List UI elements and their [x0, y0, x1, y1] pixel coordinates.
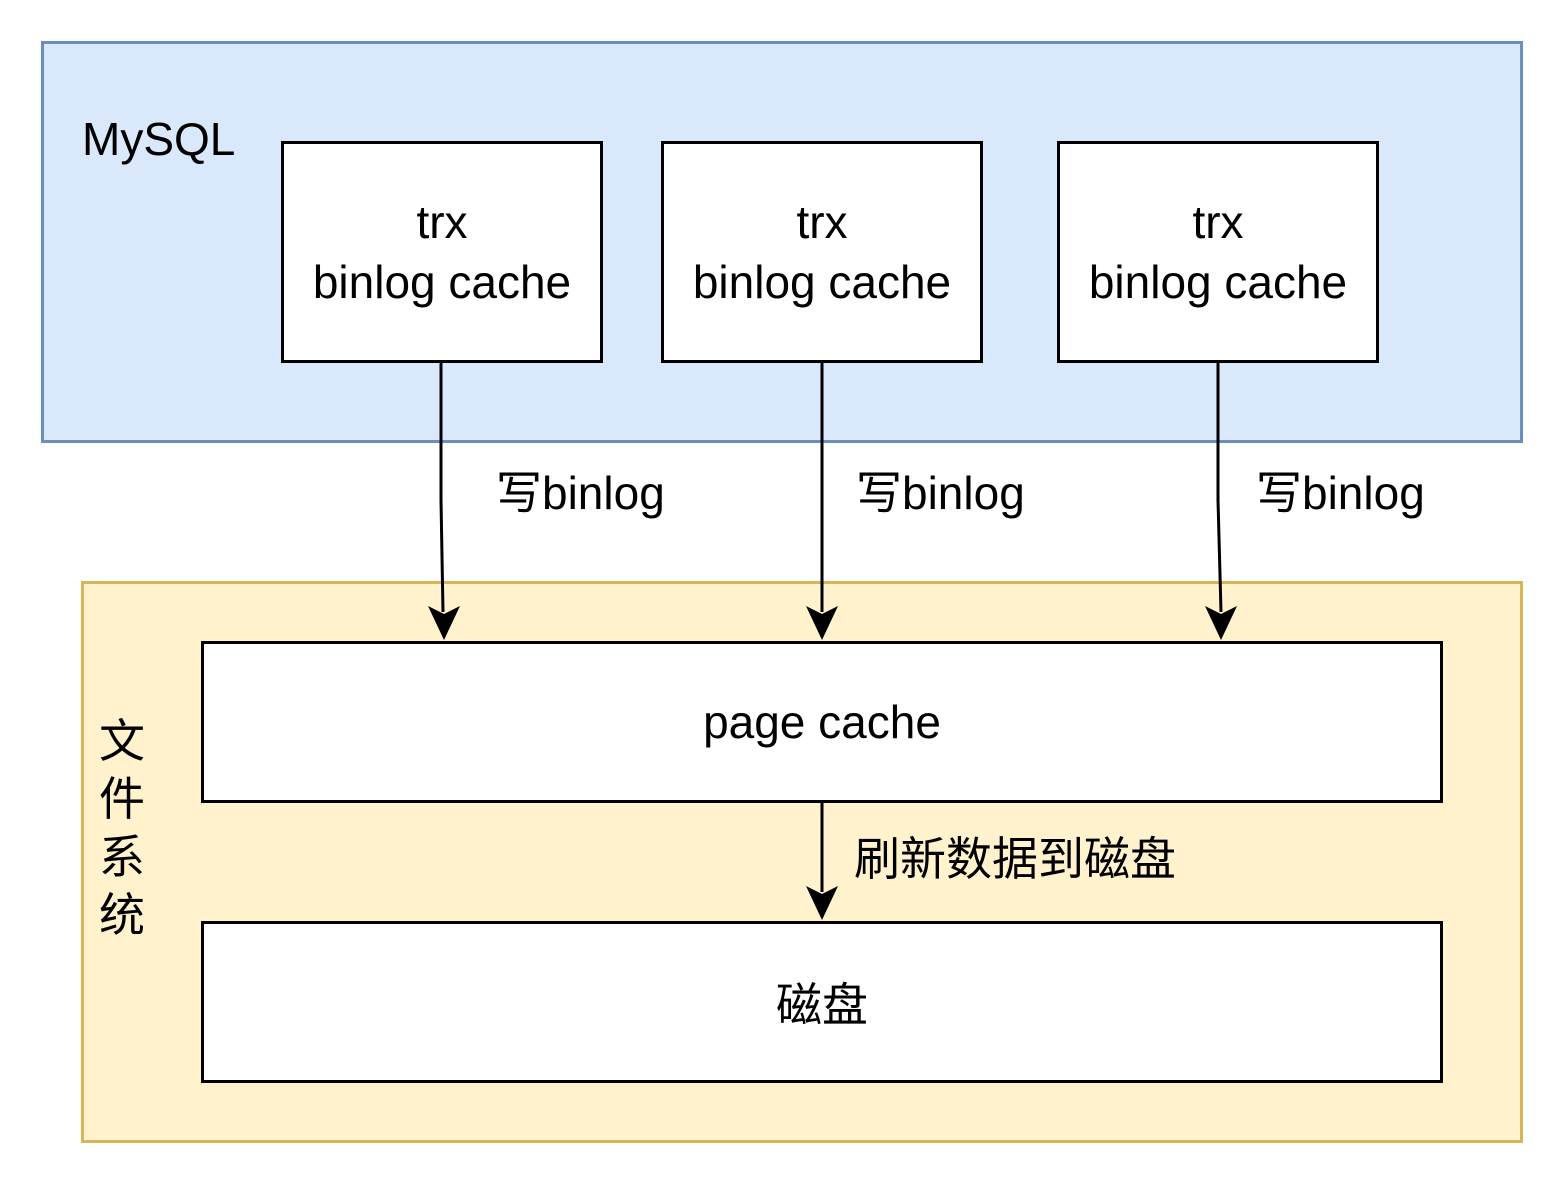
binlog-cache-line2: binlog cache [692, 256, 952, 308]
binlog-cache-line1: trx [796, 196, 848, 248]
binlog-cache-box-3: trx binlog cache [1057, 141, 1379, 363]
binlog-cache-box-1: trx binlog cache [281, 141, 603, 363]
flush-to-disk-label: 刷新数据到磁盘 [854, 833, 1176, 885]
page-cache-box: page cache [201, 641, 1443, 803]
mysql-label: MySQL [82, 113, 236, 165]
binlog-cache-line1: trx [416, 196, 468, 248]
filesystem-label: 文件系统 [99, 715, 145, 941]
write-binlog-label-1: 写binlog [496, 467, 665, 519]
binlog-cache-line1: trx [1192, 196, 1244, 248]
binlog-cache-line2: binlog cache [312, 256, 572, 308]
write-binlog-label-3: 写binlog [1256, 467, 1425, 519]
binlog-cache-line2: binlog cache [1088, 256, 1348, 308]
disk-box: 磁盘 [201, 921, 1443, 1083]
binlog-cache-box-2: trx binlog cache [661, 141, 983, 363]
disk-label: 磁盘 [776, 979, 868, 1031]
page-cache-label: page cache [703, 696, 941, 748]
write-binlog-label-2: 写binlog [856, 467, 1025, 519]
